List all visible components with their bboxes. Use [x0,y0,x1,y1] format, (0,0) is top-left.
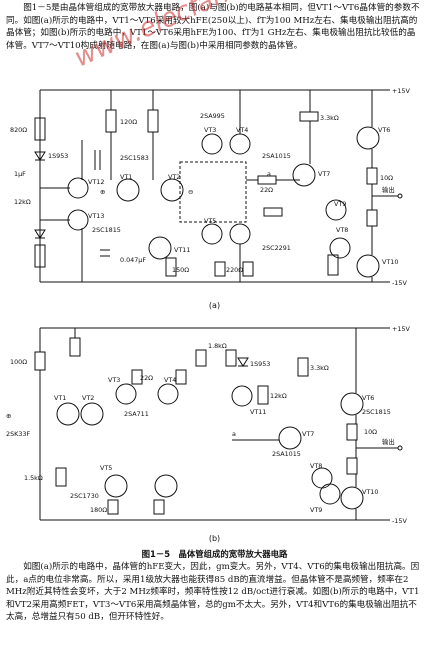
b-output-label: 输出 [382,437,395,446]
a-res-150: 150Ω [172,266,189,274]
a-vt6-label: VT6 [378,126,390,134]
outro-paragraph: 如图(a)所示的电路中，晶体管的hFE变大，因此，gm变大。另外，VT4、VT6… [6,562,420,623]
b-node-label: a [232,430,236,438]
a-part-2sc1583: 2SC1583 [120,154,149,162]
b-vt4-label: VT4 [164,376,176,384]
intro-paragraph: 图1－5是由晶体管组成的宽带放大器电路，图(a)与图(b)的电路基本相同，但VT… [6,3,420,51]
a-cap-0047: 0.047μF [120,256,146,264]
a-vt9-label: VT9 [334,200,346,208]
a-res-3k3: 3.3kΩ [320,114,339,122]
a-res-220: 220Ω [226,266,243,274]
b-part-2sc1730: 2SC1730 [70,492,99,500]
a-plus-terminal: ⊕ [100,188,105,196]
a-vt13-label: VT13 [88,212,104,220]
a-part-1s953: 1S953 [48,152,68,160]
schematic-a: +15V -15V 输出 a ⊕ ⊖ VT1 VT2 VT3 VT4 VT5 V… [10,87,410,287]
a-vt10-label: VT10 [382,258,398,266]
a-part-2sc2291: 2SC2291 [262,244,291,252]
b-plus-terminal: ⊕ [6,412,11,420]
a-vt7-label: VT7 [318,170,330,178]
b-part-2sc1815: 2SC1815 [362,408,391,416]
a-vt1-label: VT1 [120,173,132,181]
a-res-120: 120Ω [120,118,137,126]
b-vt1-label: VT1 [54,394,66,402]
caption-b: (b) [208,534,221,543]
a-vt3-label: VT3 [204,126,216,134]
a-vt2-label: VT2 [168,173,180,181]
a-part-2sa995: 2SA995 [200,112,225,120]
a-res-10: 10Ω [380,174,393,182]
b-vt11-label: VT11 [250,408,266,416]
b-vt5-label: VT5 [100,464,112,472]
b-part-1s953: 1S953 [250,360,270,368]
b-pos-rail-label: +15V [392,325,410,333]
b-res-3k3: 3.3kΩ [310,364,329,372]
a-vt11-label: VT11 [174,246,190,254]
b-vt2-label: VT2 [82,394,94,402]
a-res-12k: 12kΩ [14,198,31,206]
a-vt5-label: VT5 [204,217,216,225]
b-res-1k5: 1.5kΩ [24,474,43,482]
a-minus-terminal: ⊖ [188,188,193,196]
a-vt8-label: VT8 [336,226,348,234]
a-node-label: a [267,170,271,178]
b-res-10: 10Ω [364,428,377,436]
a-output-label: 输出 [382,185,395,194]
caption-a: (a) [208,301,221,310]
a-vt4-label: VT4 [236,126,248,134]
b-part-2sk33f: 2SK33F [6,430,30,438]
b-res-22: 22Ω [140,374,153,382]
a-part-2sa1015: 2SA1015 [262,152,291,160]
b-vt8-label: VT8 [310,462,322,470]
a-res-820: 820Ω [10,126,27,134]
a-cap-1uf: 1μF [14,170,26,178]
b-res-12k: 12kΩ [270,392,287,400]
b-neg-rail-label: -15V [392,517,407,525]
figure-title: 图1－5 晶体管组成的宽带放大器电路 [141,549,288,559]
a-res-22: 22Ω [260,186,273,194]
a-vt12-label: VT12 [88,178,104,186]
b-vt6-label: VT6 [362,394,374,402]
b-vt3-label: VT3 [108,376,120,384]
b-part-2sa711: 2SA711 [124,410,149,418]
b-vt10-label: VT10 [362,488,378,496]
b-res-1k8: 1.8kΩ [208,342,227,350]
a-part-2sc1815: 2SC1815 [92,226,121,234]
b-vt9-label: VT9 [310,506,322,514]
b-res-100: 100Ω [10,358,27,366]
schematic-b: +15V -15V 输出 a ⊕ VT1 VT2 VT3 VT4 VT5 VT6… [6,325,410,525]
b-vt7-label: VT7 [302,430,314,438]
a-neg-rail-label: -15V [392,279,407,287]
a-pos-rail-label: +15V [392,87,410,95]
b-res-180: 180Ω [90,506,107,514]
b-part-2sa1015: 2SA1015 [272,450,301,458]
